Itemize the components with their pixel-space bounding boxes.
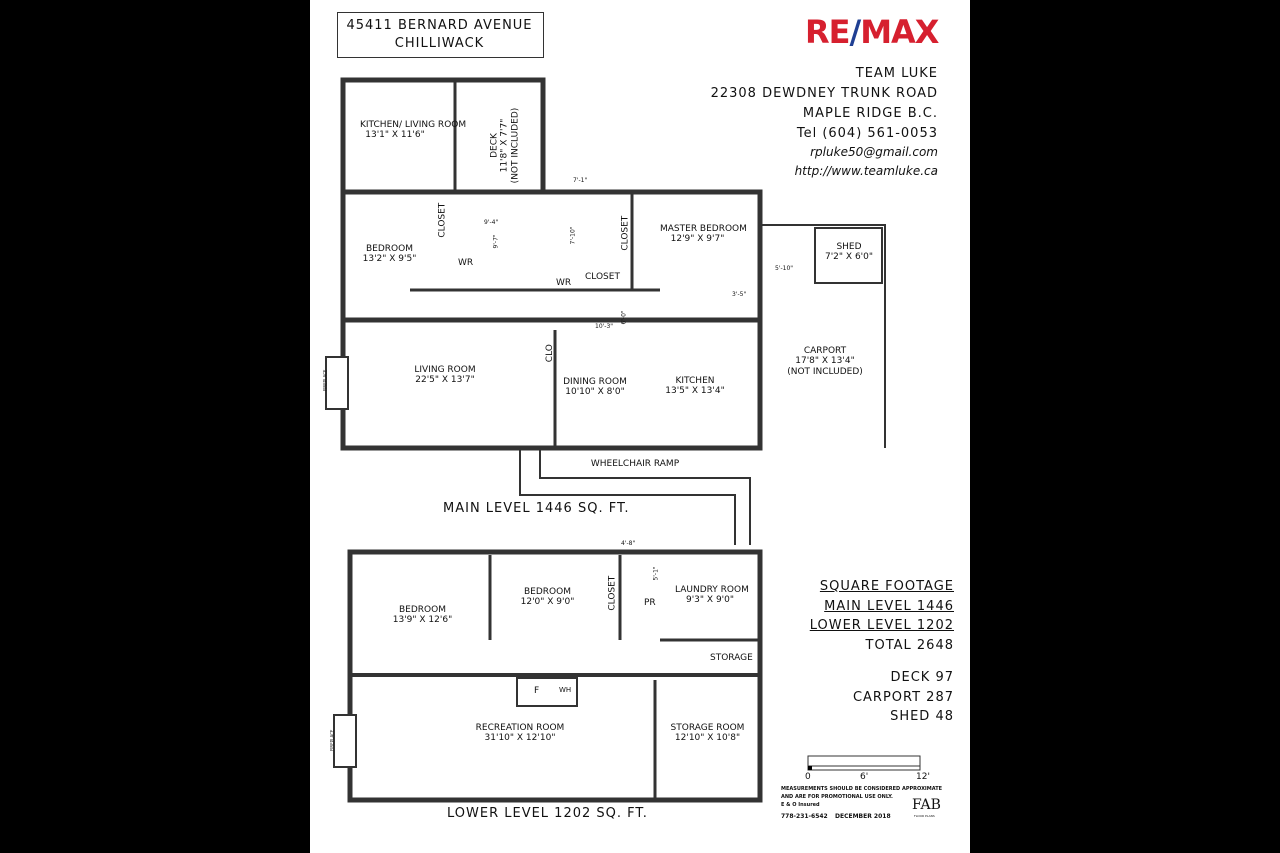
lower-level-title: LOWER LEVEL 1202 SQ. FT. bbox=[447, 806, 648, 821]
main-level-title: MAIN LEVEL 1446 SQ. FT. bbox=[443, 501, 630, 516]
address-box bbox=[337, 12, 544, 58]
label-closet: CLOSET bbox=[620, 215, 631, 251]
scale-tick-12: 12' bbox=[916, 772, 930, 782]
city: MAPLE RIDGE B.C. bbox=[802, 106, 938, 122]
dim-label: 9'-4" bbox=[484, 219, 499, 226]
website-link[interactable]: http://www.teamluke.ca bbox=[794, 164, 938, 179]
phone: Tel (604) 561-0053 bbox=[796, 126, 938, 142]
floor-plan-sheet bbox=[310, 0, 970, 853]
main-fireplace bbox=[325, 356, 349, 410]
label-closet: CLOSET bbox=[607, 575, 618, 611]
label-wr: WR bbox=[556, 278, 572, 288]
team-name: TEAM LUKE bbox=[855, 66, 938, 81]
street: 22308 DEWDNEY TRUNK ROAD bbox=[710, 86, 938, 102]
label-storage: STORAGE bbox=[710, 653, 753, 663]
dim-label: 4'-8" bbox=[621, 540, 636, 547]
scale-bar bbox=[807, 755, 921, 771]
address-line1: 45411 BERNARD AVENUE bbox=[346, 18, 533, 33]
sqft-main: MAIN LEVEL 1446 bbox=[824, 598, 954, 614]
insured: E & O Insured bbox=[781, 802, 820, 808]
sqft-lower: LOWER LEVEL 1202 bbox=[809, 618, 954, 633]
dim-label: 10'-3" bbox=[595, 323, 614, 330]
label-wr: WR bbox=[458, 258, 474, 268]
dim-label: 9'-7" bbox=[492, 234, 500, 249]
email-link[interactable]: rpluke50@gmail.com bbox=[810, 145, 938, 159]
dim-label: 5'-1" bbox=[652, 566, 660, 581]
disclaimer-line1: MEASUREMENTS SHOULD BE CONSIDERED APPROX… bbox=[781, 786, 943, 792]
label-fireplace: FIREPLACE bbox=[329, 729, 335, 752]
remax-logo: RE/MAX bbox=[805, 13, 939, 51]
sqft-title: SQUARE FOOTAGE bbox=[819, 579, 954, 594]
dim-label: 7'-10" bbox=[569, 226, 577, 245]
sqft-carport: CARPORT 287 bbox=[852, 689, 954, 705]
lower-fireplace bbox=[333, 714, 357, 768]
dim-label: 3'-5" bbox=[732, 291, 747, 298]
label-closet: CLOSET bbox=[437, 202, 448, 238]
fab-logo: FAB bbox=[912, 797, 941, 813]
dim-label: 5'-10" bbox=[775, 265, 794, 272]
dim-label: 6'-0" bbox=[620, 310, 628, 325]
label-water-heater: WH bbox=[559, 686, 572, 694]
label-clo: CLO bbox=[544, 344, 555, 363]
sqft-deck: DECK 97 bbox=[890, 670, 954, 685]
label-pr: PR bbox=[644, 598, 656, 608]
footer-date: DECEMBER 2018 bbox=[835, 813, 891, 820]
dim-label: 7'-1" bbox=[573, 177, 588, 184]
sqft-total: TOTAL 2648 bbox=[865, 637, 954, 653]
label-fireplace: FIREPLACE bbox=[322, 369, 328, 392]
fab-logo-sub: FLOOR PLANS bbox=[914, 814, 935, 818]
footer-phone: 778-231-6542 bbox=[781, 813, 828, 820]
disclaimer-line2: AND ARE FOR PROMOTIONAL USE ONLY. bbox=[781, 794, 893, 800]
label-closet: CLOSET bbox=[585, 272, 620, 282]
sqft-shed: SHED 48 bbox=[890, 709, 954, 724]
scale-tick-0: 0 bbox=[805, 772, 811, 782]
label-furnace: F bbox=[534, 686, 540, 696]
scale-tick-6: 6' bbox=[860, 772, 869, 782]
address-line2: CHILLIWACK bbox=[394, 36, 485, 52]
label-ramp: WHEELCHAIR RAMP bbox=[590, 459, 680, 469]
